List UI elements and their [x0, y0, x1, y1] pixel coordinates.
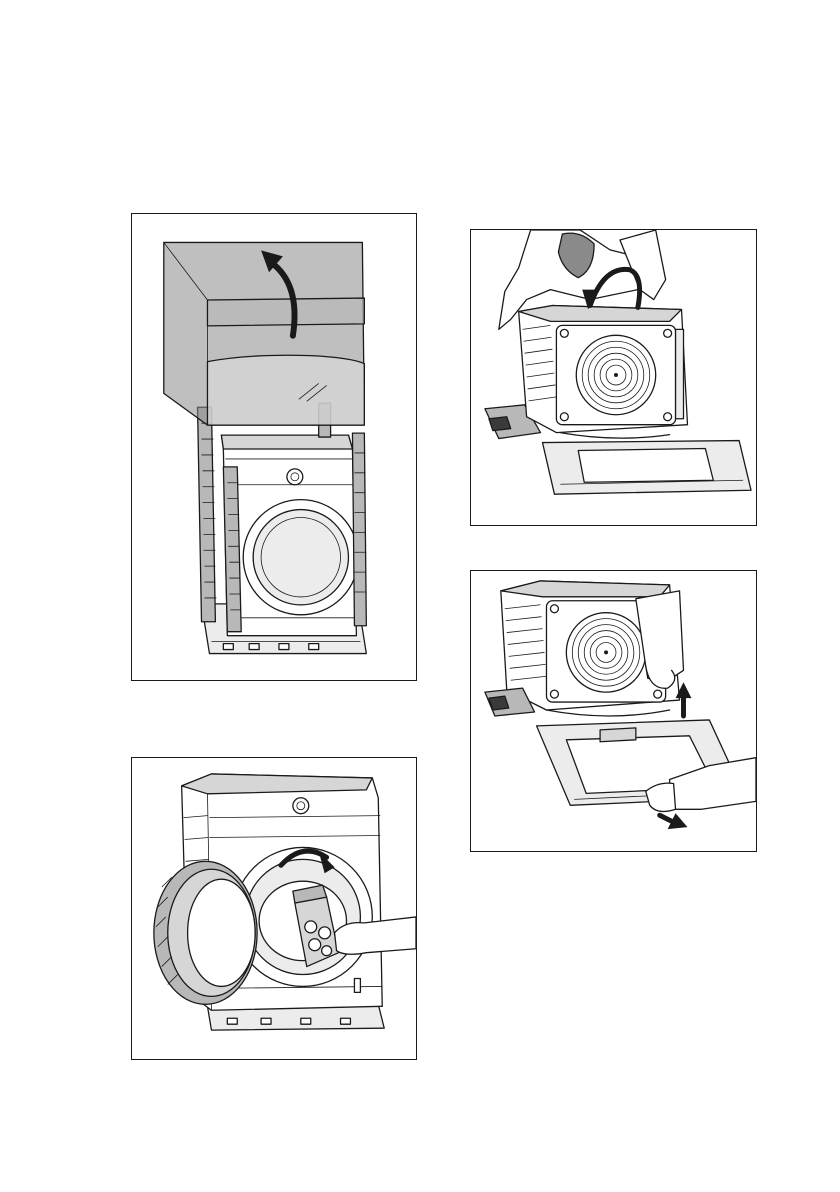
- figure-remove-carton-cover: [131, 213, 417, 681]
- figure-lift-appliance-rear: [470, 229, 757, 526]
- corner-protector-right-front: [352, 433, 366, 626]
- illustration-accessories-bag: [132, 758, 416, 1059]
- figure-remove-base-packaging: [470, 570, 757, 852]
- illustration-tilt-appliance: [471, 230, 756, 525]
- corner-protector-left-rear: [198, 407, 216, 621]
- program-knob: [287, 469, 303, 485]
- foam-top-insert: [207, 355, 364, 425]
- illustration-carton-cover: [132, 214, 416, 680]
- illustration-base-packaging: [471, 571, 756, 851]
- figure-remove-accessories-bag: [131, 757, 417, 1060]
- program-knob: [293, 798, 309, 814]
